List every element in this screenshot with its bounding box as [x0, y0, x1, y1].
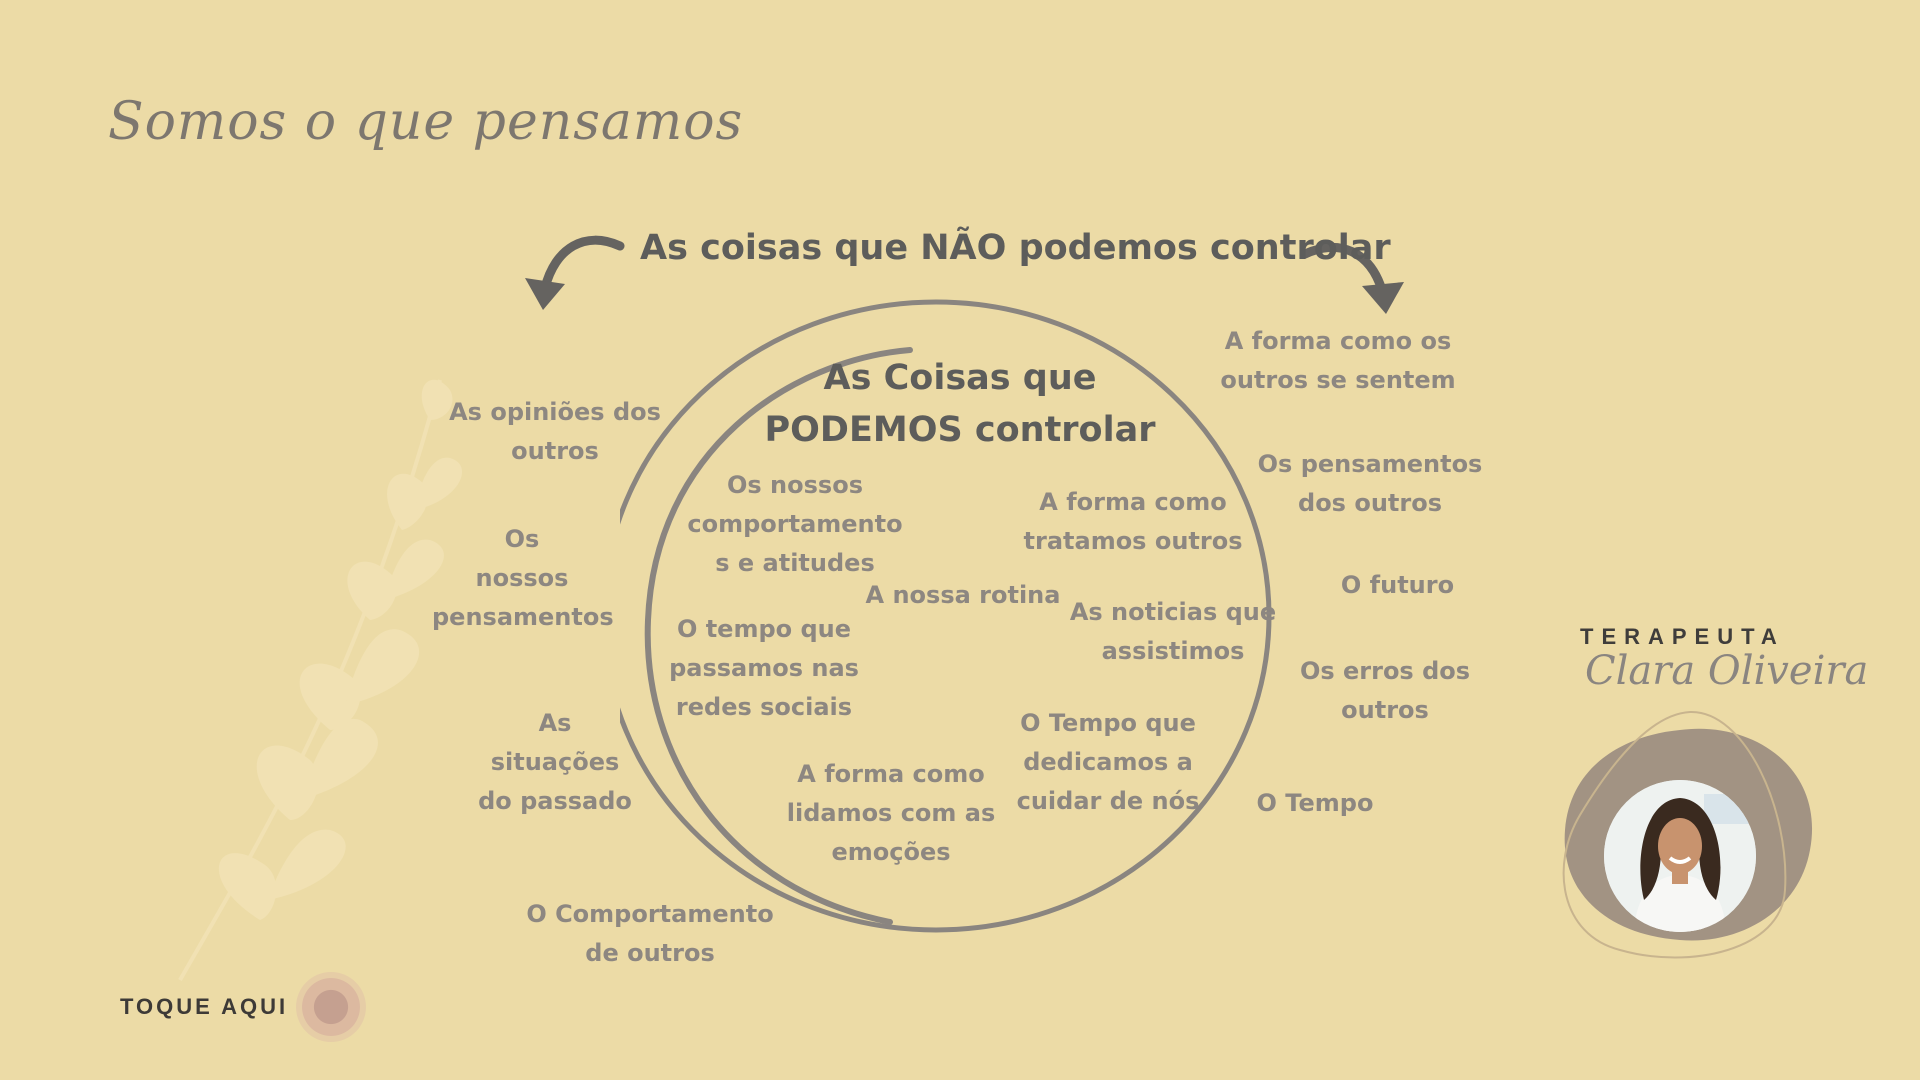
outer-item: A forma como os outros se sentem [1220, 327, 1456, 394]
outer-item: O Tempo [1256, 789, 1374, 817]
therapist-label: TERAPEUTA [1580, 624, 1785, 649]
outer-item: Os nossos pensamentos [432, 525, 614, 631]
leaf-branch-decoration [178, 379, 463, 981]
avatar[interactable] [1604, 780, 1756, 932]
curved-arrow-left-icon [525, 235, 625, 310]
outer-item: Os pensamentos dos outros [1257, 450, 1483, 517]
page-title: Somos o que pensamos [108, 92, 744, 152]
inner-item: A nossa rotina [865, 581, 1061, 609]
control-circle [620, 299, 1272, 933]
can-control-heading: As Coisas que PODEMOS controlar [740, 352, 1180, 456]
person-portrait-icon [1604, 780, 1756, 932]
can-control-heading-line1: As Coisas que [823, 358, 1097, 398]
outer-item: As situações do passado [478, 709, 632, 815]
inner-item: As noticias que assistimos [1069, 598, 1277, 665]
curved-arrow-right-icon [1300, 242, 1404, 314]
touch-here-label[interactable]: TOQUE AQUI [120, 994, 289, 1019]
cannot-control-heading: As coisas que NÃO podemos controlar [640, 228, 1391, 268]
outer-item: Os erros dos outros [1299, 657, 1471, 724]
inner-item: O tempo que passamos nas redes sociais [669, 615, 859, 721]
can-control-heading-line2: PODEMOS controlar [764, 410, 1156, 450]
inner-item: Os nossos comportamento s e atitudes [687, 471, 903, 577]
inner-item: A forma como lidamos com as emoções [786, 760, 996, 866]
inner-item: O Tempo que dedicamos a cuidar de nós [1016, 709, 1200, 815]
touch-here-button[interactable] [296, 972, 366, 1042]
therapist-name: Clara Oliveira [1585, 648, 1869, 694]
outer-item: As opiniões dos outros [449, 398, 661, 465]
inner-item: A forma como tratamos outros [1023, 488, 1243, 555]
outer-item: O futuro [1340, 571, 1455, 599]
outer-item: O Comportamento de outros [526, 900, 774, 967]
